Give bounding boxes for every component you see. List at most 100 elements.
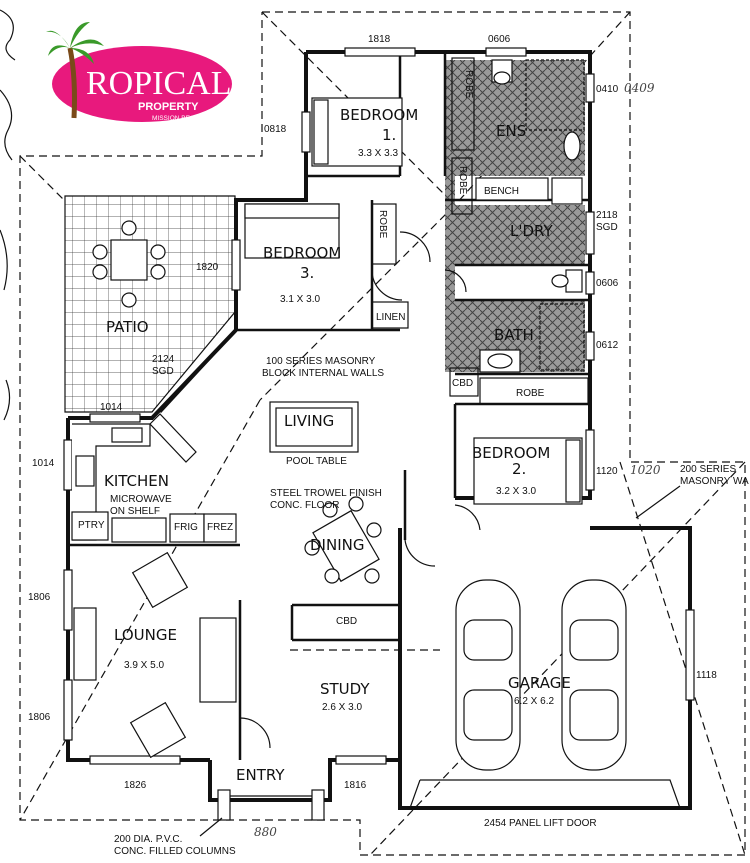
garage-panel-door[interactable] [409,779,681,809]
dim-880-handwritten: 880 [254,825,277,839]
tropical-property-logo: ROPICAL PROPERTY MISSION BEACH [46,22,232,122]
dim-1014-left: 1014 [32,458,55,469]
room-bedroom2-num: 2. [512,460,526,478]
pool-table [269,401,359,453]
dim-0409-handwritten: 0409 [624,81,655,95]
patio-dining-table [92,220,166,308]
room-lounge-size: 3.9 X 5.0 [124,660,164,671]
label-robe-hall: ROBE [457,166,468,195]
dim-2124: 2124 [152,354,175,365]
note-ext-1: 200 SERIES [680,464,736,475]
label-robe-bed2: ROBE [516,388,545,399]
dim-0606-right: 0606 [596,278,619,289]
room-entry: ENTRY [236,766,285,784]
label-bench: BENCH [484,186,519,197]
note-masonry-1: 100 SERIES MASONRY [266,356,376,367]
bed-bedroom3 [244,203,340,259]
lounge-furniture [73,551,237,759]
label-microwave-shelf: ON SHELF [110,506,160,517]
roof-outline [19,11,746,856]
label-cbd-hall: CBD [452,378,473,389]
room-bedroom2-size: 3.2 X 3.0 [496,486,536,497]
patio-sliding-door[interactable] [158,332,234,414]
dim-0612: 0612 [596,340,619,351]
dim-1806-upper: 1806 [28,592,51,603]
room-bedroom1-num: 1. [382,126,396,144]
room-garage-name: GARAGE [508,674,571,692]
room-patio: PATIO [106,318,149,336]
room-living: LIVING [284,412,334,430]
note-column-2: CONC. FILLED COLUMNS [114,846,236,857]
note-masonry-2: BLOCK INTERNAL WALLS [262,368,384,379]
ensuite-floor [445,60,585,176]
dim-1806-lower: 1806 [28,712,51,723]
room-study-name: STUDY [320,680,370,698]
bath-fixtures [479,303,585,373]
dim-1818: 1818 [368,34,391,45]
robe-bedroom3 [371,203,397,265]
room-garage-size: 6.2 X 6.2 [514,696,554,707]
dim-1816: 1816 [344,780,367,791]
dim-0818: 0818 [264,124,287,135]
ensuite-fixtures [491,59,585,161]
room-bedroom3-size: 3.1 X 3.0 [280,294,320,305]
dim-2118: 2118 [596,210,618,221]
robe-bedroom2 [479,377,589,405]
label-robe-bed1: ROBE [463,70,474,99]
dim-1826: 1826 [124,780,147,791]
room-bath: BATH [494,326,534,344]
logo-pink-oval [52,46,232,122]
room-bedroom1-name: BEDROOM [340,106,418,124]
landscape-sketch [0,9,16,421]
laundry-floor [455,205,585,265]
label-fridge: FRIG [174,522,198,533]
room-dining: DINING [310,536,364,554]
dim-sgd-patio: SGD [152,366,174,377]
laundry-fixtures [475,177,583,293]
label-freezer: FREZ [207,522,233,533]
robe-bedroom1-hall [451,157,473,215]
note-column-arrow [199,817,223,837]
logo-location-text: MISSION BEACH [152,115,204,122]
hall-floor-wet [445,176,455,372]
note-column-1: 200 DIA. P.V.C. [114,834,182,845]
room-bedroom2-name: BEDROOM [472,444,550,462]
linen-cupboard [371,301,409,329]
note-panel-door: 2454 PANEL LIFT DOOR [484,818,597,829]
room-lounge-name: LOUNGE [114,626,177,644]
cbd-cupboard [449,367,479,397]
bed-bedroom1 [311,97,403,167]
room-bedroom3-num: 3. [300,264,314,282]
label-microwave: MICROWAVE [110,494,172,505]
dim-sgd-laundry: SGD [596,222,618,233]
room-bedroom3-name: BEDROOM [263,244,341,262]
label-pool-table: POOL TABLE [286,456,347,467]
note-ext-arrow [635,485,681,519]
windows [63,47,695,765]
logo-main-text: ROPICAL [86,65,231,102]
logo-property-text: PROPERTY [138,101,199,113]
dining-table [304,496,382,584]
garage-car-right [561,579,627,771]
patio-floor [64,195,236,413]
note-ext-2: MASONRY WA [680,476,749,487]
label-cbd-study: CBD [336,616,357,627]
note-floor-2: CONC. FLOOR [270,500,339,511]
room-laundry: L'DRY [510,222,553,240]
robe-bedroom1 [451,57,475,151]
room-kitchen: KITCHEN [104,472,169,490]
dim-0410: 0410 [596,84,619,95]
dim-1118: 1118 [696,670,717,681]
note-floor-1: STEEL TROWEL FINISH [270,488,382,499]
dim-1120: 1120 [596,466,618,477]
garage-car-left [455,579,521,771]
kitchen-bench [71,413,237,543]
dim-1020-handwritten: 1020 [630,463,661,477]
dim-1820: 1820 [196,262,219,273]
label-robe-bed3: ROBE [377,210,388,239]
room-study-size: 2.6 X 3.0 [322,702,362,713]
doors [239,231,481,749]
label-pantry: PTRY [78,520,105,531]
label-linen: LINEN [376,312,405,323]
